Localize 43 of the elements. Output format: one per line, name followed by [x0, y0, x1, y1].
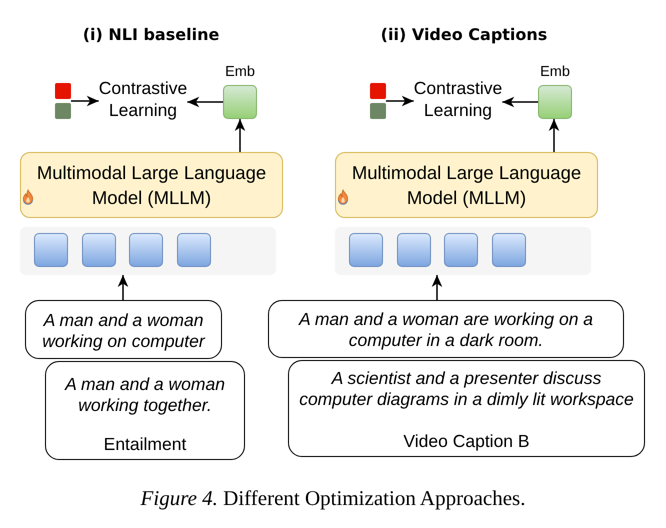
token-square [492, 233, 526, 267]
sample-square [55, 83, 71, 99]
sample-square [370, 83, 386, 99]
caption-card [288, 360, 645, 457]
box-heading: Emb [225, 64, 255, 80]
panel-title: (i) NLI baseline [82, 24, 220, 46]
token-square [177, 233, 211, 267]
caption-card [45, 361, 245, 460]
caption-card [268, 300, 624, 358]
model-box [20, 152, 283, 218]
token-strip [335, 227, 591, 275]
caption-text: A man and a woman working on computer [41, 310, 206, 352]
box-heading: Emb [540, 64, 570, 80]
token-square [34, 233, 68, 267]
token-square [349, 233, 383, 267]
arrow [502, 96, 538, 108]
caption-text: A scientist and a presenter discuss computer diagrams in a dimly lit workspace [298, 368, 635, 410]
arrow [548, 119, 560, 152]
panel-title: (ii) Video Captions [380, 24, 548, 46]
caption-card [25, 300, 222, 359]
sample-square [55, 103, 71, 119]
model-name: Multimodal Large Language Model (MLLM) [36, 161, 268, 210]
arrow [71, 96, 99, 106]
token-square [444, 233, 478, 267]
token-strip [20, 227, 276, 275]
sample-square [370, 103, 386, 119]
token-square [82, 233, 116, 267]
arrow [386, 96, 414, 106]
objective-label: Contrastive Learning [414, 77, 502, 121]
arrow [432, 275, 442, 300]
arrow [187, 96, 223, 108]
pair-label: Entailment [104, 434, 186, 455]
caption-text: A man and a woman working together. [63, 374, 226, 416]
caption-text: A man and a woman are working on a computer in a dark room. [297, 309, 594, 351]
token-square [129, 233, 163, 267]
figure-caption: Figure 4. Different Optimization Approaches. [140, 486, 526, 510]
token-square [397, 233, 431, 267]
objective-label: Contrastive Learning [98, 77, 188, 121]
pair-label: Video Caption B [403, 431, 530, 452]
arrow [118, 275, 128, 300]
arrow [234, 119, 246, 152]
model-box [335, 152, 598, 218]
model-name: Multimodal Large Language Model (MLLM) [350, 161, 582, 210]
